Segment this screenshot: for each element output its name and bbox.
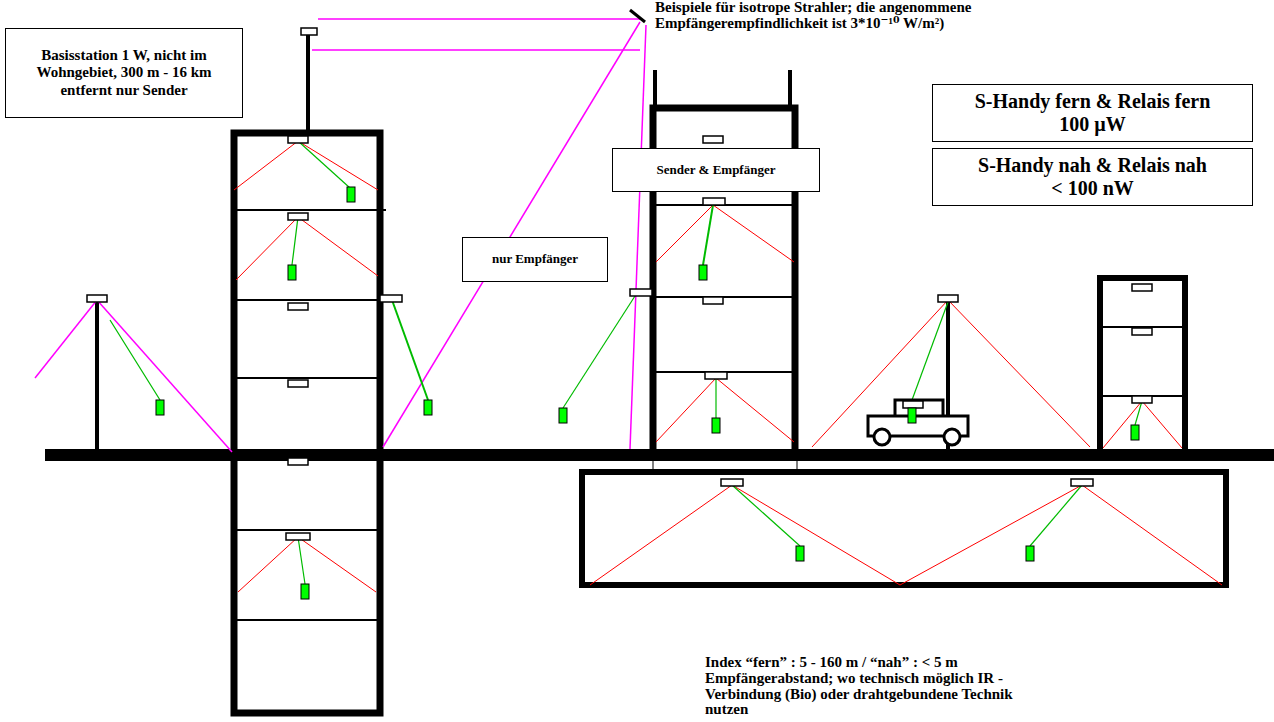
relay xyxy=(380,295,402,302)
handy xyxy=(908,408,916,423)
floor-line xyxy=(653,296,795,298)
relay-beam xyxy=(1082,485,1222,585)
handy xyxy=(301,584,309,599)
box-text: nur Empfänger xyxy=(492,252,578,267)
beam-line xyxy=(312,49,640,51)
antenna xyxy=(301,28,317,35)
building-outline xyxy=(1100,278,1185,455)
handy-link xyxy=(392,300,428,400)
antenna-mast xyxy=(788,70,792,108)
handy-link xyxy=(715,378,716,418)
relay xyxy=(703,136,723,143)
relay-beam xyxy=(716,378,794,442)
relay xyxy=(703,297,723,304)
floor-line xyxy=(234,299,380,301)
relay-beam xyxy=(236,217,298,280)
relay xyxy=(1132,328,1152,335)
relay xyxy=(1071,479,1093,486)
handy-link xyxy=(732,485,800,546)
box-text: S-Handy fern & Relais fern xyxy=(975,90,1211,113)
antenna-mast xyxy=(653,70,657,108)
antenna-mast xyxy=(306,35,310,133)
base-station-box: Basisstation 1 W, nicht im Wohngebiet, 3… xyxy=(5,28,243,118)
relay-beam xyxy=(732,485,900,585)
box-text: S-Handy nah & Relais nah xyxy=(978,154,1207,177)
receiver-box: nur Empfänger xyxy=(462,237,608,282)
relay-beam xyxy=(1103,401,1142,448)
floor-line xyxy=(234,619,380,621)
handy-link xyxy=(1030,485,1082,546)
relay-beam xyxy=(238,537,298,592)
relay xyxy=(1132,396,1152,403)
relay xyxy=(1132,284,1152,291)
relay xyxy=(288,303,308,310)
receiver-dish xyxy=(630,10,645,22)
relay xyxy=(705,372,727,379)
handy xyxy=(347,187,355,202)
handy xyxy=(156,400,164,415)
power-box: S-Handy nah & Relais nah< 100 nW xyxy=(932,148,1253,206)
handy xyxy=(424,400,432,415)
relay xyxy=(721,479,743,486)
box-text: < 100 nW xyxy=(1051,177,1134,200)
garage-outline xyxy=(582,472,1226,585)
relay-beam xyxy=(900,485,1082,585)
relay-beam xyxy=(298,141,378,190)
building-outline xyxy=(234,133,380,713)
beam-line xyxy=(35,300,97,378)
relay xyxy=(703,198,725,205)
handy xyxy=(288,265,296,280)
handy xyxy=(1131,425,1139,440)
header-note: Beispiele für isotrope Strahler; die ang… xyxy=(655,0,1125,32)
relay-beam xyxy=(713,205,794,262)
relay xyxy=(938,295,958,302)
handy-link xyxy=(292,217,298,265)
box-text: 100 µW xyxy=(1059,113,1126,136)
relay-beam xyxy=(590,485,732,585)
car-wheel xyxy=(944,429,960,445)
relay xyxy=(288,380,308,387)
car-wheel xyxy=(874,429,890,445)
relay xyxy=(288,458,308,465)
relay-beam xyxy=(298,217,378,276)
footer-note: Index “fern” : 5 - 160 m / “nah” : < 5 m… xyxy=(705,655,1040,718)
handy-link xyxy=(703,205,713,265)
handy xyxy=(699,265,707,280)
relay xyxy=(87,295,107,302)
power-box: S-Handy fern & Relais fern100 µW xyxy=(932,84,1253,142)
handy xyxy=(559,408,567,423)
relay xyxy=(630,289,652,296)
relay xyxy=(288,136,308,143)
beam-line xyxy=(630,25,646,449)
lamp-pole xyxy=(95,300,99,449)
box-text: Sender & Empfänger xyxy=(657,163,776,178)
relay xyxy=(903,401,923,408)
box-text: Basisstation 1 W, nicht im Wohngebiet, 3… xyxy=(14,47,234,99)
relay-beam xyxy=(1142,401,1182,448)
beam-line xyxy=(318,18,640,20)
handy xyxy=(712,418,720,433)
beam-line xyxy=(383,22,640,447)
relay xyxy=(288,213,308,220)
handy xyxy=(1026,546,1034,561)
floor-line xyxy=(234,377,380,379)
floor-line xyxy=(234,209,386,211)
floor-line xyxy=(234,529,380,531)
relay-beam xyxy=(656,378,716,442)
relay-beam xyxy=(234,141,298,190)
relay xyxy=(286,533,310,540)
handy-link xyxy=(912,302,948,400)
handy-link xyxy=(298,141,350,188)
handy-link xyxy=(563,296,635,408)
relay-beam xyxy=(298,537,376,592)
handy xyxy=(796,546,804,561)
transceiver-box: Sender & Empfänger xyxy=(612,148,820,192)
handy-link xyxy=(1135,401,1142,425)
handy-link xyxy=(110,320,160,400)
handy-link xyxy=(298,537,305,584)
beam-line xyxy=(97,300,232,452)
